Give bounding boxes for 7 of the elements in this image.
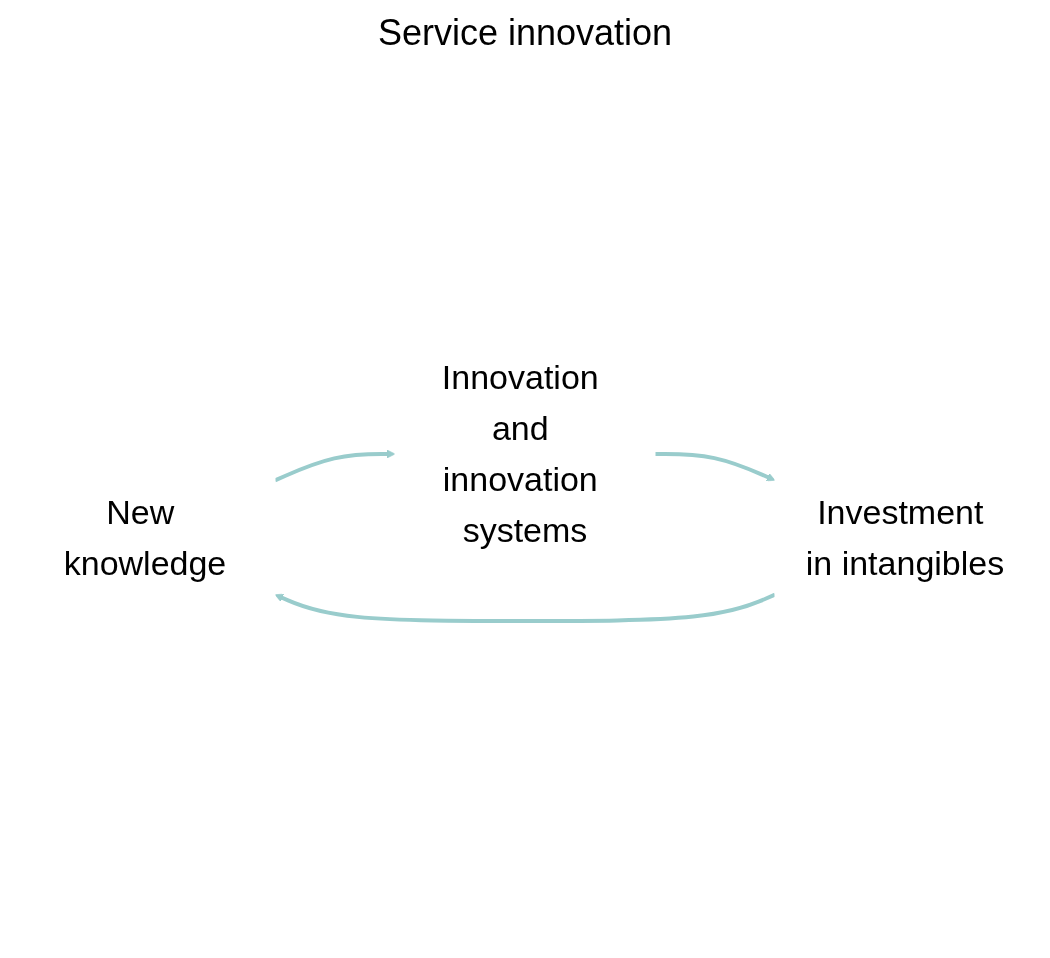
node-text: Innovation and innovation systems: [441, 358, 599, 549]
arrow: [655, 452, 776, 482]
arrow: [274, 449, 396, 483]
arrow: [274, 592, 776, 623]
center-label: Service innovation: [377, 12, 673, 54]
node-text: Investment in intangibles: [805, 492, 1005, 582]
node-text: New knowledge: [63, 492, 227, 582]
